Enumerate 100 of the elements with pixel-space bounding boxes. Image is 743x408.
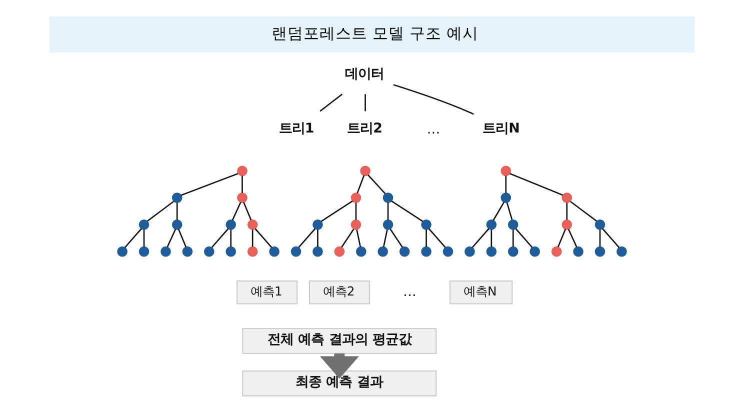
node-box: 전체 예측 결과의 평균값 (242, 328, 436, 354)
connector (124, 228, 142, 248)
connector (512, 230, 514, 247)
diagram-title: 랜덤포레스트 모델 구조 예시 (271, 24, 478, 43)
node-circle (442, 246, 453, 257)
node-circle (246, 220, 258, 230)
connector (514, 228, 532, 248)
connector (319, 94, 342, 112)
node-circle (382, 192, 393, 203)
node-circle (377, 246, 388, 257)
connector (492, 202, 504, 221)
node-circle (420, 220, 431, 230)
node-circle (486, 246, 496, 257)
node-circle (116, 246, 127, 257)
connector (354, 202, 356, 220)
node-text: 트리N (482, 122, 520, 137)
node-circle (616, 246, 626, 257)
connector (471, 228, 489, 248)
connector (556, 228, 566, 248)
node-box: 최종 예측 결과 (242, 370, 436, 396)
connector (176, 202, 178, 220)
connector (242, 202, 252, 220)
node-circle (360, 166, 370, 176)
connector (210, 228, 228, 248)
connector (241, 176, 242, 193)
node-circle (268, 246, 279, 257)
node-box: 예측2 (308, 280, 370, 304)
connector (320, 200, 352, 222)
connector (231, 202, 241, 220)
connector (425, 230, 426, 247)
node-circle (500, 166, 511, 176)
node-circle (182, 246, 192, 257)
node-circle (572, 246, 583, 257)
node-circle (486, 220, 496, 230)
node-circle (203, 246, 214, 257)
connector (392, 84, 474, 115)
node-circle (225, 246, 236, 257)
node-circle (312, 220, 322, 230)
connector (598, 230, 600, 247)
connector (251, 230, 253, 247)
connector (509, 172, 563, 196)
connector (166, 228, 176, 248)
node-circle (561, 220, 572, 230)
connector (566, 202, 568, 220)
connector (146, 200, 174, 222)
node-box: 예측N (449, 280, 512, 304)
node-circle (350, 192, 361, 203)
connector (428, 228, 446, 248)
node-circle (171, 192, 182, 203)
node-circle (225, 220, 236, 230)
node-circle (246, 246, 258, 257)
node-circle (500, 192, 511, 203)
connector (298, 228, 316, 248)
node-circle (171, 220, 182, 230)
label: … (426, 122, 440, 138)
node-circle (594, 246, 605, 257)
node-circle (236, 192, 247, 203)
connector (602, 228, 620, 248)
connector (356, 229, 361, 247)
connector (490, 230, 492, 247)
connector (570, 200, 596, 222)
node-circle (398, 246, 410, 257)
node-circle (160, 246, 170, 257)
connector (504, 176, 506, 193)
connector (364, 94, 366, 112)
node-circle (561, 192, 572, 203)
node-circle (420, 246, 431, 257)
node-circle (529, 246, 540, 257)
node-circle (464, 246, 474, 257)
connector (389, 228, 402, 248)
connector (367, 174, 386, 194)
node-circle (355, 246, 366, 257)
label: … (402, 284, 416, 300)
node-circle (507, 246, 518, 257)
node-circle (382, 220, 393, 230)
node-text: 데이터 (344, 66, 384, 82)
connector (567, 228, 577, 248)
node-circle (350, 220, 361, 230)
connector (340, 228, 354, 248)
connector (142, 230, 144, 247)
node-box: 예측1 (236, 280, 298, 304)
connector (254, 228, 272, 248)
node-circle (334, 246, 344, 257)
connector (386, 202, 388, 220)
connector (382, 229, 388, 247)
connector (356, 175, 364, 194)
connector (316, 230, 318, 247)
connector (230, 230, 232, 247)
node-circle (550, 246, 562, 257)
connector (177, 228, 186, 248)
node-text: 트리2 (346, 122, 382, 137)
connector (390, 200, 423, 222)
node-circle (312, 246, 322, 257)
connector (506, 202, 512, 220)
node-circle (594, 220, 605, 230)
node-circle (290, 246, 301, 257)
node-circle (236, 166, 247, 176)
node-circle (507, 220, 518, 230)
node-circle (138, 220, 149, 230)
node-circle (138, 246, 149, 257)
